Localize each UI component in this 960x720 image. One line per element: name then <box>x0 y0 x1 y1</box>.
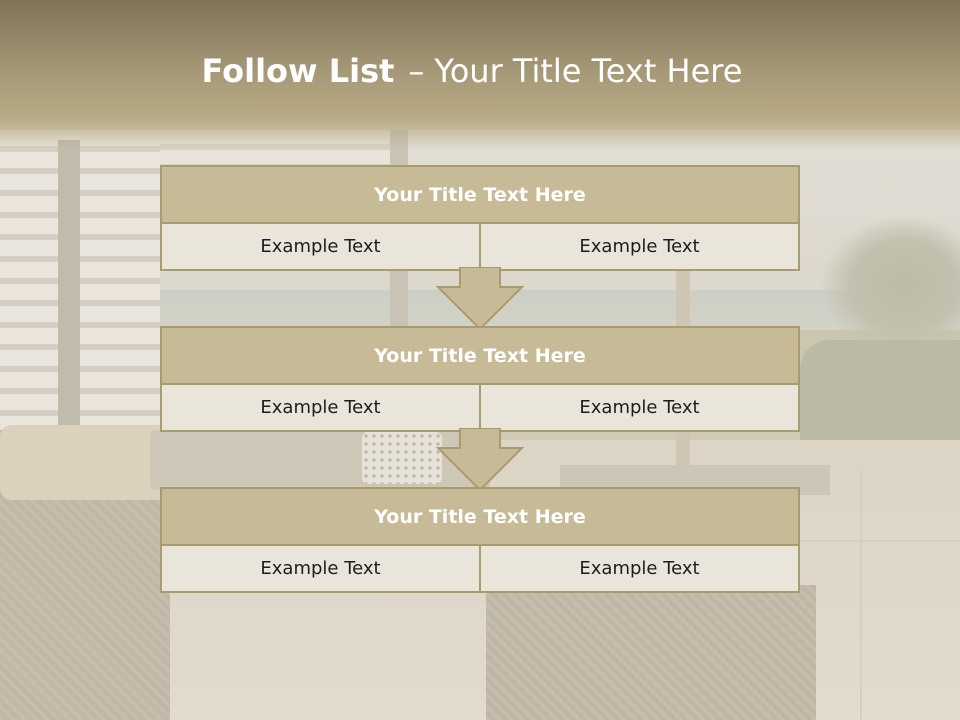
title-rest: Your Title Text Here <box>434 52 743 90</box>
block-header: Your Title Text Here <box>162 167 798 224</box>
palm-foliage <box>820 215 960 355</box>
block-cell-right: Example Text <box>479 224 798 269</box>
block-row: Example Text Example Text <box>162 385 798 430</box>
page-title: Follow List–Your Title Text Here <box>0 52 944 90</box>
follow-block-2: Your Title Text Here Example Text Exampl… <box>160 326 800 432</box>
block-row: Example Text Example Text <box>162 546 798 591</box>
down-arrow-icon <box>436 267 524 331</box>
shutter-left <box>0 130 160 430</box>
floor-line <box>860 470 862 720</box>
pillow <box>362 432 442 484</box>
block-cell-left: Example Text <box>162 385 479 430</box>
block-header: Your Title Text Here <box>162 328 798 385</box>
block-cell-left: Example Text <box>162 224 479 269</box>
title-bold: Follow List <box>201 52 395 90</box>
floor-line <box>800 540 960 542</box>
wicker-ottoman <box>486 585 816 720</box>
follow-block-1: Your Title Text Here Example Text Exampl… <box>160 165 800 271</box>
palm-trunk <box>58 140 80 440</box>
follow-block-3: Your Title Text Here Example Text Exampl… <box>160 487 800 593</box>
block-cell-right: Example Text <box>479 546 798 591</box>
block-cell-right: Example Text <box>479 385 798 430</box>
down-arrow-icon <box>436 428 524 492</box>
block-cell-left: Example Text <box>162 546 479 591</box>
block-header: Your Title Text Here <box>162 489 798 546</box>
title-dash: – <box>408 52 425 90</box>
title-band <box>0 0 960 150</box>
block-row: Example Text Example Text <box>162 224 798 269</box>
